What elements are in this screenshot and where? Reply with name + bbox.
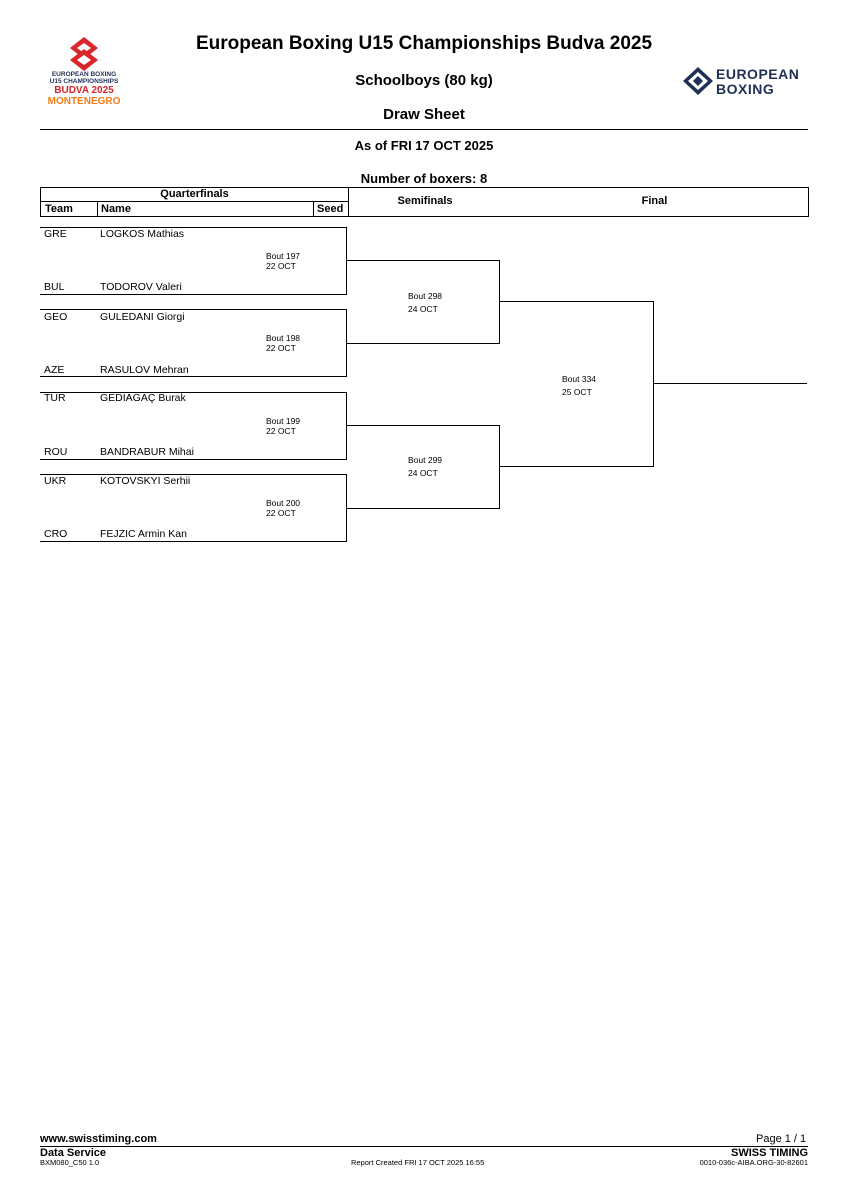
boxer-name: RASULOV Mehran bbox=[100, 364, 189, 376]
boxer-name: KOTOVSKYI Serhii bbox=[100, 475, 191, 487]
header-col-divider bbox=[97, 201, 98, 216]
bracket-qf-198 bbox=[40, 309, 347, 377]
bracket-qf-200 bbox=[40, 474, 347, 542]
header-subdivider bbox=[41, 201, 348, 202]
boxer-team: BUL bbox=[44, 281, 65, 293]
bracket-final-334 bbox=[500, 301, 654, 467]
bracket-qf-199 bbox=[40, 392, 347, 460]
boxer-count: Number of boxers: 8 bbox=[360, 171, 488, 186]
footer-website: www.swisstiming.com bbox=[40, 1133, 157, 1145]
footer-service: Data Service bbox=[40, 1147, 107, 1159]
quarterfinals-header: Quarterfinals bbox=[160, 188, 229, 200]
footer-code: BXM080_C50 1.0 bbox=[40, 1158, 100, 1167]
boxer-team: GRE bbox=[44, 228, 67, 240]
european-boxing-logo: EUROPEAN BOXING bbox=[682, 66, 808, 98]
bracket-qf-197 bbox=[40, 227, 347, 295]
bout-label: Bout 198 bbox=[266, 333, 301, 343]
logo-line-4: MONTENEGRO bbox=[47, 96, 121, 107]
header-col-divider bbox=[348, 188, 349, 216]
page-title: European Boxing U15 Championships Budva … bbox=[195, 33, 653, 54]
boxer-name: BANDRABUR Mihai bbox=[100, 446, 194, 458]
bracket-sf-298 bbox=[347, 260, 500, 344]
footer-created: Report Created FRI 17 OCT 2025 16:55 bbox=[351, 1158, 485, 1167]
logo-line-1: EUROPEAN BOXING bbox=[51, 71, 117, 78]
bout-label: Bout 298 bbox=[408, 291, 443, 301]
boxer-team: TUR bbox=[44, 392, 66, 404]
bout-date: 22 OCT bbox=[266, 508, 296, 518]
bout-label: Bout 334 bbox=[562, 374, 597, 384]
boxer-name: GULEDANI Giorgi bbox=[100, 311, 185, 323]
boxer-team: ROU bbox=[44, 446, 68, 458]
bout-date: 22 OCT bbox=[266, 261, 296, 271]
bout-date: 25 OCT bbox=[562, 387, 592, 397]
sheet-title: Draw Sheet bbox=[383, 106, 465, 123]
header-divider bbox=[40, 129, 808, 130]
bout-date: 22 OCT bbox=[266, 343, 296, 353]
bout-label: Bout 299 bbox=[408, 455, 443, 465]
bout-date: 24 OCT bbox=[408, 304, 438, 314]
bracket-sf-299 bbox=[347, 425, 500, 509]
boxer-name: LOGKOS Mathias bbox=[100, 228, 185, 240]
as-of-date: As of FRI 17 OCT 2025 bbox=[354, 138, 494, 153]
seed-header: Seed bbox=[317, 203, 344, 215]
event-logo-icon bbox=[70, 37, 98, 71]
team-header: Team bbox=[45, 203, 73, 215]
european-boxing-logo-icon bbox=[683, 67, 713, 95]
bout-label: Bout 200 bbox=[266, 498, 301, 508]
column-header: Quarterfinals Team Name Seed Semifinals … bbox=[40, 187, 809, 217]
boxer-team: CRO bbox=[44, 528, 68, 540]
boxer-name: GEDIAGAÇ Burak bbox=[100, 392, 186, 404]
bout-label: Bout 199 bbox=[266, 416, 301, 426]
footer-page: Page 1 / 1 bbox=[756, 1133, 807, 1145]
logo-right-line-1: EUROPEAN bbox=[716, 66, 800, 82]
logo-line-3: BUDVA 2025 bbox=[54, 85, 114, 96]
footer-divider bbox=[40, 1146, 808, 1147]
boxer-name: TODOROV Valeri bbox=[100, 281, 182, 293]
semifinals-header: Semifinals bbox=[397, 195, 453, 207]
boxer-team: UKR bbox=[44, 475, 67, 487]
bout-date: 22 OCT bbox=[266, 426, 296, 436]
final-winner-line bbox=[654, 383, 807, 384]
logo-line-2: U15 CHAMPIONSHIPS bbox=[49, 78, 119, 85]
boxer-name: FEJZIC Armin Kan bbox=[100, 528, 187, 540]
header-col-divider bbox=[313, 201, 314, 216]
logo-right-line-2: BOXING bbox=[716, 81, 775, 97]
bout-label: Bout 197 bbox=[266, 251, 301, 261]
final-header: Final bbox=[641, 195, 668, 207]
boxer-team: AZE bbox=[44, 364, 65, 376]
footer-ref: 0010-036c-AIBA.ORG-30-82601 bbox=[699, 1158, 808, 1167]
footer-brand: SWISS TIMING bbox=[731, 1147, 808, 1159]
bout-date: 24 OCT bbox=[408, 468, 438, 478]
name-header: Name bbox=[101, 203, 131, 215]
boxer-team: GEO bbox=[44, 311, 68, 323]
event-logo: EUROPEAN BOXING U15 CHAMPIONSHIPS BUDVA … bbox=[40, 36, 128, 112]
category-title: Schoolboys (80 kg) bbox=[355, 72, 493, 89]
